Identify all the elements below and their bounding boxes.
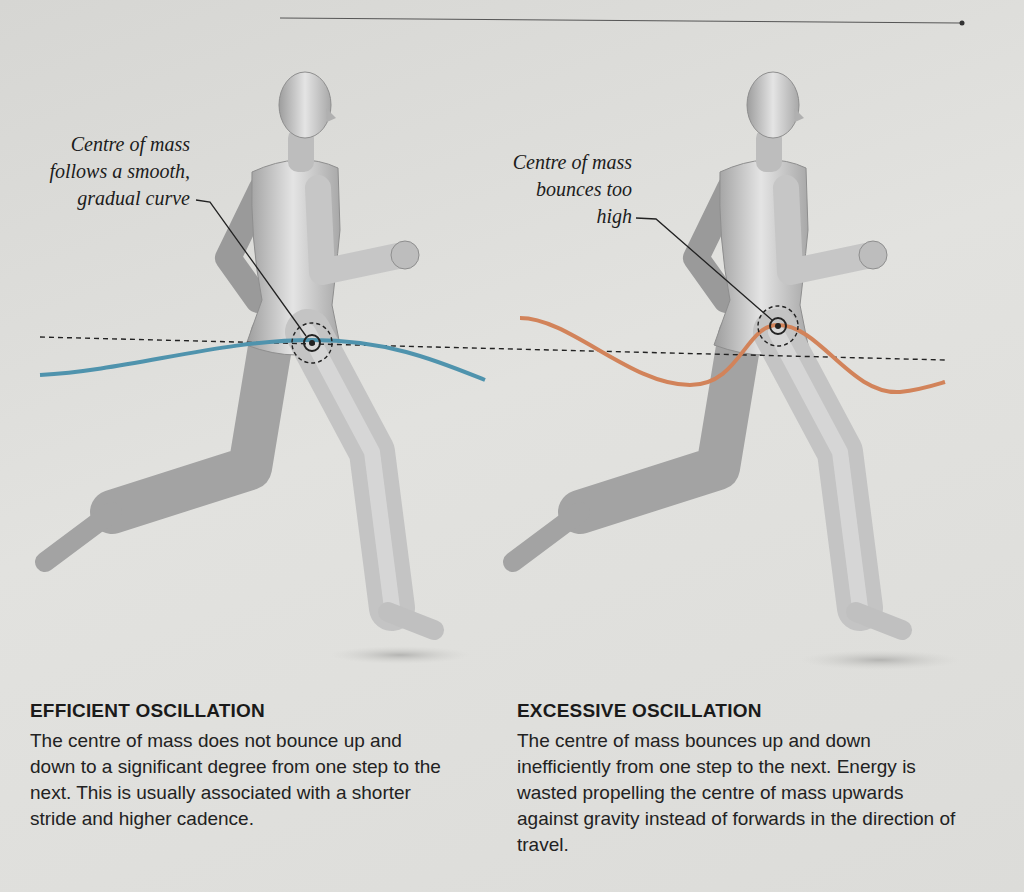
callout-text: Centre of mass follows a smooth, gradual…	[30, 131, 190, 212]
callout-text: Centre of mass bounces too high	[512, 149, 632, 230]
section-body: The centre of mass does not bounce up an…	[30, 728, 450, 832]
section-heading: EXCESSIVE OSCILLATION	[517, 700, 977, 722]
section-heading: EFFICIENT OSCILLATION	[30, 700, 470, 722]
section-body: The centre of mass bounces up and down i…	[517, 728, 957, 858]
